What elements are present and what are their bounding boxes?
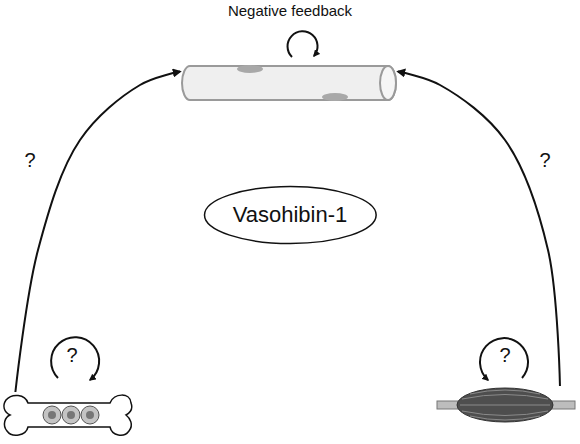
heading-label: Negative feedback — [228, 2, 352, 19]
muscle — [437, 388, 575, 422]
vasohibin-ellipse: Vasohibin-1 — [203, 185, 378, 245]
bone-loop — [51, 337, 99, 380]
molecule-name: Vasohibin-1 — [233, 202, 348, 227]
muscle-node: ? — [435, 386, 577, 424]
arc-arrow — [398, 72, 560, 386]
blood-vessel-node: Negative feedback — [180, 64, 398, 102]
feedback-loop — [288, 31, 318, 57]
arc-arrow — [15, 72, 180, 392]
blood-vessel — [182, 65, 396, 101]
question-mark: ? — [537, 149, 552, 171]
question-mark: ? — [22, 149, 37, 171]
question-mark: ? — [499, 344, 510, 367]
bone — [4, 395, 132, 435]
ellipse-shape — [204, 187, 376, 244]
muscle-loop — [480, 338, 528, 380]
question-mark: ? — [66, 344, 77, 367]
bone-node: ? — [2, 392, 136, 440]
